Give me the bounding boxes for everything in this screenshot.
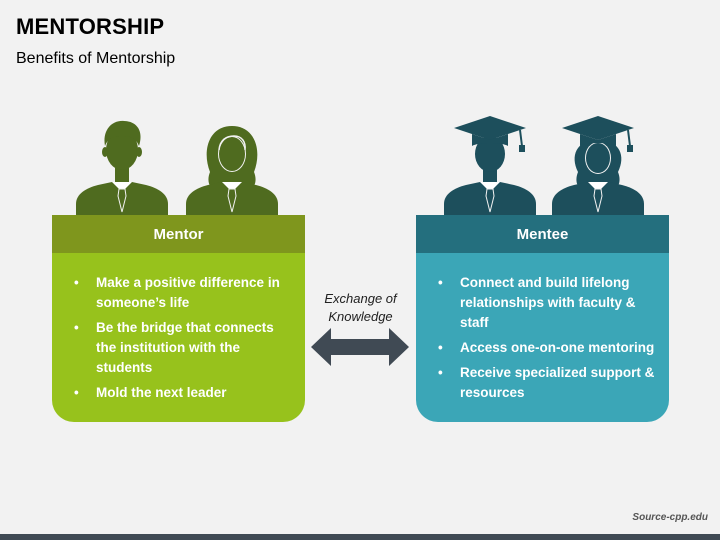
exchange-label-line2: Knowledge bbox=[328, 309, 393, 324]
list-item: Make a positive difference in someone’s … bbox=[72, 273, 293, 313]
list-item: Receive specialized support & resources bbox=[436, 363, 657, 403]
mentee-panel: Mentee Connect and build lifelong relati… bbox=[416, 215, 669, 422]
mentee-benefits-list: Connect and build lifelong relationships… bbox=[436, 273, 657, 408]
mentee-figures bbox=[440, 110, 660, 216]
mentor-figures bbox=[72, 112, 292, 216]
page-title: MENTORSHIP bbox=[16, 14, 165, 39]
list-item: Mold the next leader bbox=[72, 383, 293, 403]
female-graduate-icon bbox=[552, 116, 644, 216]
list-item: Connect and build lifelong relationships… bbox=[436, 273, 657, 333]
mentor-benefits-list: Make a positive difference in someone’s … bbox=[72, 273, 293, 408]
mentor-panel: Mentor Make a positive difference in som… bbox=[52, 215, 305, 422]
mentor-body: Make a positive difference in someone’s … bbox=[52, 253, 305, 422]
mentee-header: Mentee bbox=[416, 215, 669, 253]
source-credit: Source-cpp.edu bbox=[632, 512, 708, 523]
bottom-bar bbox=[0, 534, 720, 540]
male-graduate-icon bbox=[444, 116, 536, 216]
male-mentor-icon bbox=[76, 120, 168, 216]
list-item: Access one-on-one mentoring bbox=[436, 338, 657, 358]
double-arrow-icon bbox=[311, 328, 409, 366]
page-subtitle: Benefits of Mentorship bbox=[16, 50, 176, 67]
exchange-label-line1: Exchange of bbox=[324, 291, 397, 306]
exchange-label: Exchange of Knowledge bbox=[305, 290, 416, 326]
list-item: Be the bridge that connects the institut… bbox=[72, 318, 293, 378]
mentee-body: Connect and build lifelong relationships… bbox=[416, 253, 669, 422]
female-mentor-icon bbox=[186, 126, 278, 216]
mentor-header: Mentor bbox=[52, 215, 305, 253]
